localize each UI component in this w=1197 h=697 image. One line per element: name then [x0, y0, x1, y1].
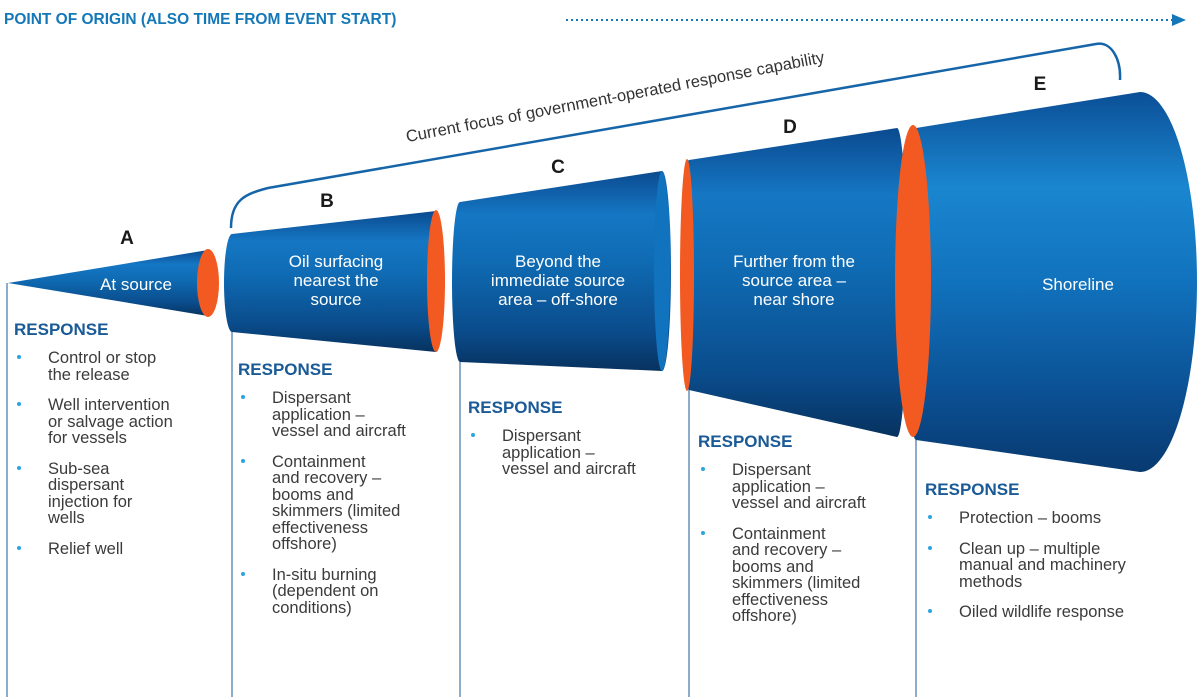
cone-segment-c — [452, 171, 671, 371]
response-list-e: Protection – booms Clean up – multiple m… — [925, 510, 1185, 621]
response-item: Control or stop the release — [14, 350, 229, 383]
stage-name-d: Further from the source area – near shor… — [733, 252, 855, 309]
response-list-a: Control or stop the release Well interve… — [14, 350, 229, 557]
ring-c — [654, 171, 670, 371]
response-item-text: Relief well — [48, 539, 124, 558]
bullet-icon — [928, 609, 932, 613]
response-heading-b: RESPONSE — [238, 360, 333, 379]
focus-bracket — [229, 42, 1122, 229]
bullet-icon — [17, 465, 21, 470]
response-block-e: RESPONSE Protection – booms Clean up – m… — [925, 480, 1185, 635]
response-item-text: Containment and recovery – booms and ski… — [732, 524, 861, 625]
bullet-icon — [701, 530, 705, 535]
response-block-b: RESPONSE Dispersant application – vessel… — [238, 360, 453, 630]
ring-e — [895, 125, 931, 437]
response-item: Dispersant application – vessel and airc… — [238, 390, 453, 440]
cone-segment-e — [906, 92, 1197, 472]
stage-name-e: Shoreline — [1042, 275, 1114, 294]
response-item: Well intervention or salvage action for … — [14, 397, 229, 447]
cone-segment-b — [224, 211, 445, 352]
response-list-b: Dispersant application – vessel and airc… — [238, 390, 453, 616]
bullet-icon — [17, 545, 21, 550]
response-list-d: Dispersant application – vessel and airc… — [698, 462, 913, 625]
response-list-c: Dispersant application – vessel and airc… — [468, 428, 683, 478]
origin-arrow-head — [1172, 14, 1186, 26]
response-item-text: Clean up – multiple manual and machinery… — [959, 539, 1126, 591]
response-item-text: Dispersant application – vessel and airc… — [732, 461, 866, 512]
header-title: POINT OF ORIGIN (ALSO TIME FROM EVENT ST… — [4, 11, 400, 29]
response-item-text: Oiled wildlife response — [959, 603, 1125, 621]
response-item-text: Dispersant application – vessel and airc… — [502, 427, 636, 478]
stage-letter-b: B — [320, 191, 334, 212]
response-block-d: RESPONSE Dispersant application – vessel… — [698, 432, 913, 639]
bullet-icon — [701, 467, 705, 471]
cone-segment-a — [8, 250, 217, 316]
bullet-icon — [928, 515, 932, 519]
bullet-icon — [241, 571, 245, 576]
response-heading-c: RESPONSE — [468, 398, 563, 417]
stage-name-b: Oil surfacing nearest the source — [288, 252, 384, 309]
stage-letter-a: A — [120, 228, 134, 249]
bullet-icon — [241, 458, 245, 463]
response-item: Dispersant application – vessel and airc… — [698, 462, 913, 512]
stage-letter-c: C — [551, 157, 565, 178]
response-item-text: Dispersant application – vessel and airc… — [272, 389, 406, 440]
ring-b — [427, 210, 445, 352]
cone-segment-d — [681, 128, 908, 437]
bullet-icon — [241, 395, 245, 399]
response-item-text: In-situ burning (dependent on conditions… — [272, 565, 379, 617]
ring-a — [197, 249, 219, 317]
response-item-text: Containment and recovery – booms and ski… — [272, 452, 401, 553]
stage-name-c: Beyond the immediate source area – off-s… — [490, 252, 626, 309]
bullet-icon — [928, 545, 932, 550]
response-heading-d: RESPONSE — [698, 432, 793, 451]
response-item: In-situ burning (dependent on conditions… — [238, 565, 453, 617]
response-item: Oiled wildlife response — [925, 604, 1185, 621]
response-item: Clean up – multiple manual and machinery… — [925, 539, 1185, 591]
stage-name-a: At source — [100, 275, 172, 294]
bullet-icon — [471, 433, 475, 437]
bullet-icon — [17, 355, 21, 359]
response-block-c: RESPONSE Dispersant application – vessel… — [468, 398, 683, 492]
response-block-a: RESPONSE Control or stop the release Wel… — [14, 320, 229, 571]
response-item: Containment and recovery – booms and ski… — [238, 452, 453, 553]
response-item: Dispersant application – vessel and airc… — [468, 428, 683, 478]
response-item: Sub-sea dispersant injection for wells — [14, 459, 229, 527]
response-heading-a: RESPONSE — [14, 320, 109, 339]
stage-letter-e: E — [1033, 74, 1047, 95]
stage-letter-d: D — [783, 117, 797, 138]
response-item-text: Well intervention or salvage action for … — [48, 396, 173, 447]
ring-d-left — [680, 159, 694, 391]
response-item-text: Protection – booms — [959, 509, 1102, 527]
response-item: Containment and recovery – booms and ski… — [698, 524, 913, 625]
response-item-text: Control or stop the release — [48, 349, 157, 384]
response-item: Protection – booms — [925, 510, 1185, 527]
bullet-icon — [17, 402, 21, 406]
response-item-text: Sub-sea dispersant injection for wells — [48, 459, 133, 527]
response-item: Relief well — [14, 539, 229, 558]
response-heading-e: RESPONSE — [925, 480, 1020, 499]
